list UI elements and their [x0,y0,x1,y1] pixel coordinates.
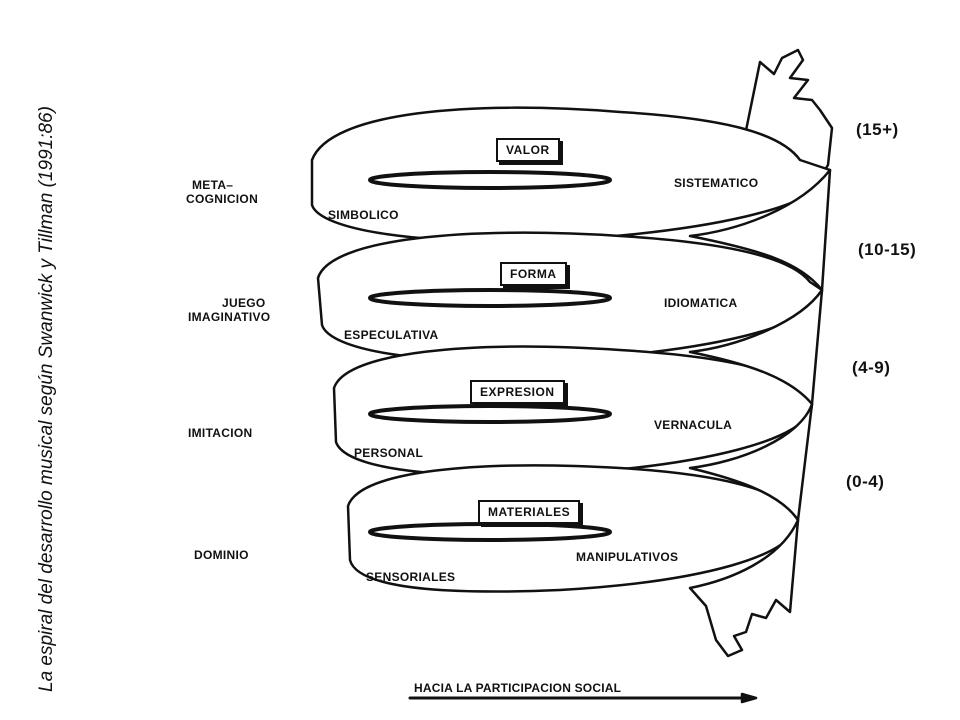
band-materiales-hole [368,522,612,542]
label-manipulativos: MANIPULATIVOS [576,550,679,564]
label-sistematico: SISTEMATICO [674,176,759,190]
band-valor-hole [368,170,612,190]
age-15-plus: (15+) [856,120,899,139]
figure-caption: La espiral del desarrollo musical según … [36,106,57,692]
band-forma-hole [368,288,612,308]
label-dominio: DOMINIO [194,548,249,562]
box-valor: VALOR [496,138,560,162]
label-especulativa: ESPECULATIVA [344,328,439,342]
ribbon-bottom-end [688,518,800,658]
label-juego: JUEGO [222,296,266,310]
label-personal: PERSONAL [354,446,424,460]
social-arrow-head [740,692,758,704]
label-imitacion: IMITACION [188,426,253,440]
label-vernacula: VERNACULA [654,418,733,432]
label-idiomatica: IDIOMATICA [664,296,738,310]
band-expresion-hole [368,404,612,424]
twist-3 [688,402,814,522]
age-10-15: (10-15) [858,240,917,259]
box-expresion: EXPRESION [470,380,565,404]
label-sensoriales: SENSORIALES [366,570,456,584]
label-imaginativo: IMAGINATIVO [188,310,271,324]
box-materiales: MATERIALES [478,500,581,524]
twist-2 [688,288,824,406]
label-participacion-social: HACIA LA PARTICIPACION SOCIAL [414,681,622,695]
age-0-4: (0-4) [846,472,885,491]
label-meta: META– [192,178,234,192]
box-forma: FORMA [500,262,567,286]
label-simbolico: SIMBOLICO [328,208,399,222]
twist-1 [688,168,832,292]
age-4-9: (4-9) [852,358,891,377]
label-cognicion: COGNICION [186,192,259,206]
